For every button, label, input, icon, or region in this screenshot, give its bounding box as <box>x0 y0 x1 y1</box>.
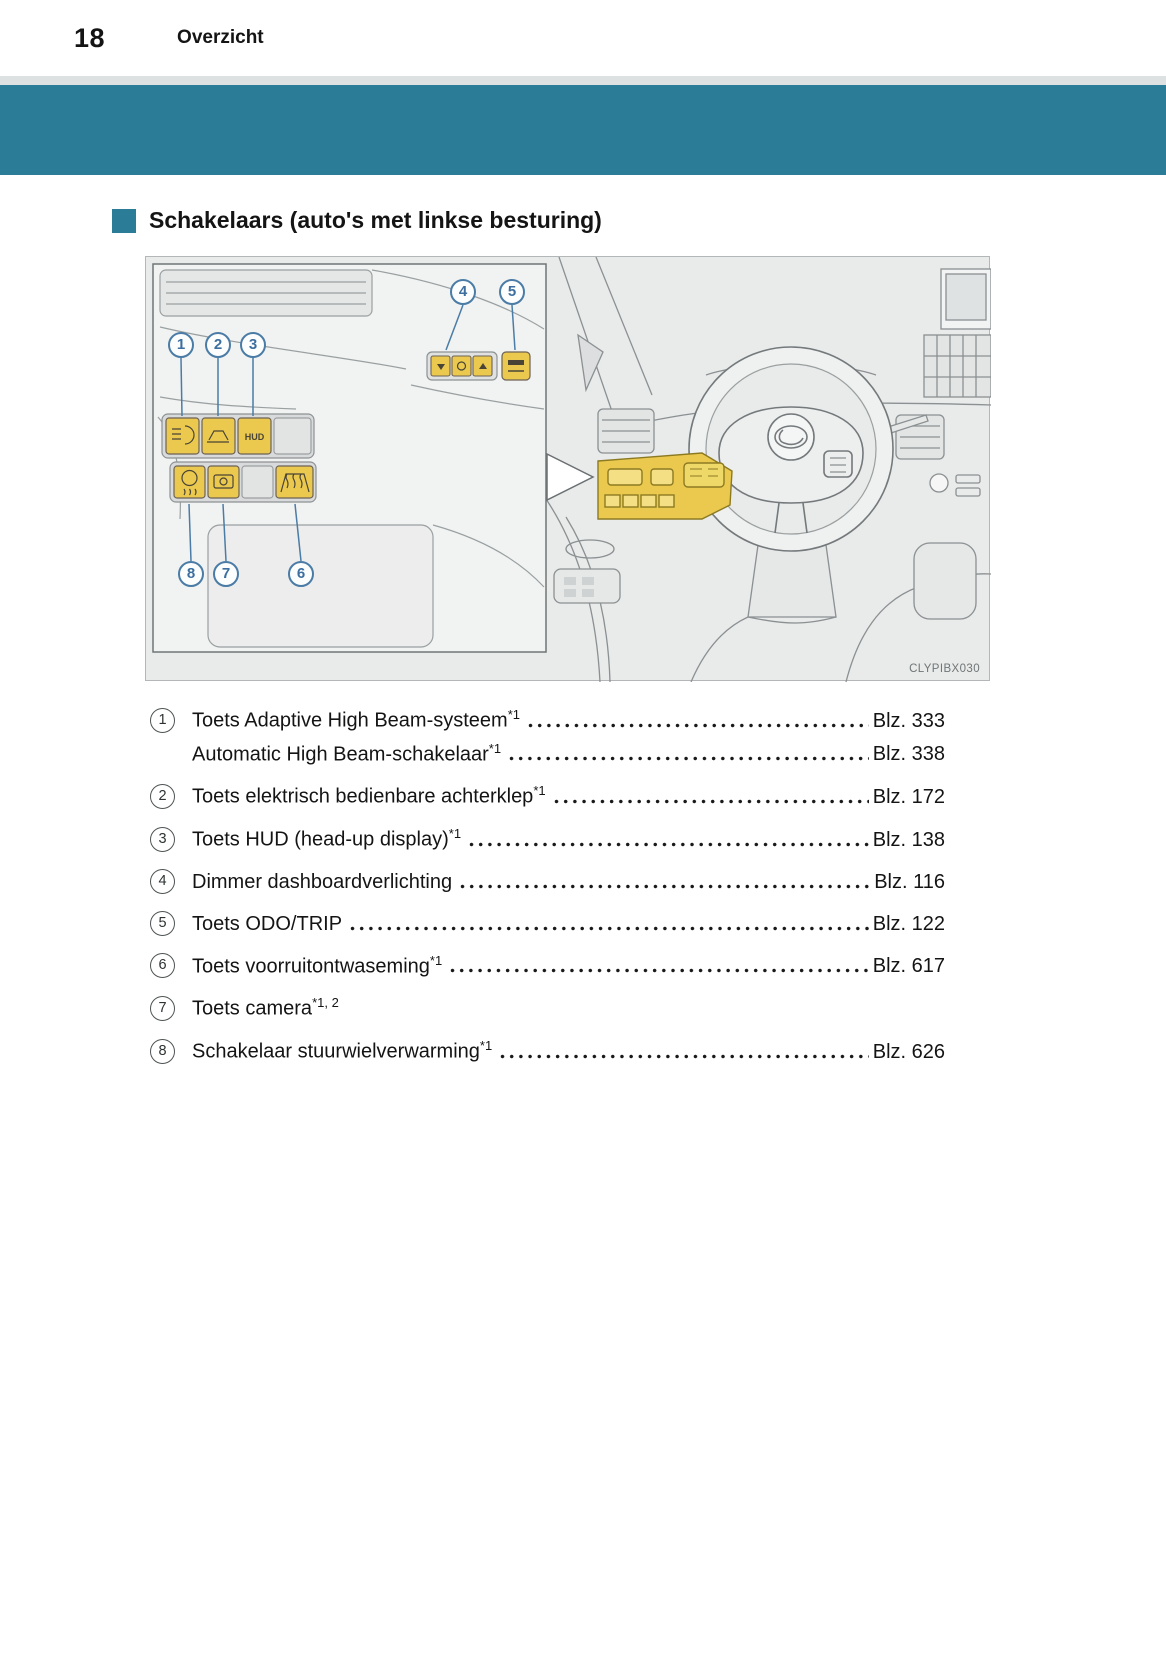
figure-callout-5: 5 <box>499 279 525 305</box>
dot-leader <box>458 883 871 889</box>
item-number: 8 <box>150 1038 175 1064</box>
chapter-title: Overzicht <box>177 27 264 48</box>
item-number: 3 <box>150 826 175 852</box>
page-reference: Blz. 338 <box>872 743 945 766</box>
item-number: 2 <box>150 783 175 809</box>
item-number: 7 <box>150 995 175 1021</box>
switch-windshield-defogger <box>275 465 314 499</box>
figure-callout-8: 8 <box>178 561 204 587</box>
section-heading-text: Schakelaars (auto's met linkse besturing… <box>149 207 602 233</box>
item-label: Automatic High Beam-schakelaar*1 <box>192 740 502 766</box>
switch-inset-panel: HUD <box>152 263 547 653</box>
figure-callout-1: 1 <box>168 332 194 358</box>
switch-blank-lower <box>241 465 274 499</box>
switch-camera <box>207 465 240 499</box>
item-footnote: *1 <box>533 783 546 799</box>
item-footnote: *1 <box>488 740 502 756</box>
list-item-1: 1 Toets Adaptive High Beam-systeem*1 Blz… <box>150 707 945 733</box>
figure-watermark: CLYPIBX030 <box>909 663 980 675</box>
page-number: 18 <box>74 22 106 53</box>
center-air-vents <box>923 334 991 398</box>
item-footnote: *1, 2 <box>312 995 339 1011</box>
page-reference: Blz. 626 <box>872 1040 945 1063</box>
highlighted-switch-panel <box>597 452 733 520</box>
figure-callout-6: 6 <box>288 561 314 587</box>
dot-leader <box>551 798 869 804</box>
right-spoke-buttons <box>823 450 853 478</box>
item-number-spacer <box>150 741 175 766</box>
teal-band <box>0 85 1166 175</box>
page-header: 18 Overzicht <box>0 0 1166 76</box>
item-footnote: *1 <box>429 952 443 968</box>
item-label: Toets voorruitontwaseming*1 <box>192 952 443 978</box>
lexus-emblem <box>767 413 815 461</box>
hud-switch-label: HUD <box>245 432 265 442</box>
list-item-3: 3 Toets HUD (head-up display)*1 Blz. 138 <box>150 826 945 852</box>
switch-list: 1 Toets Adaptive High Beam-systeem*1 Blz… <box>150 707 945 1064</box>
page-reference: Blz. 617 <box>872 955 945 978</box>
inset-arrow <box>546 452 595 502</box>
steering-wheel <box>688 346 894 552</box>
switch-row-upper: HUD <box>161 413 315 459</box>
page-reference: Blz. 116 <box>874 870 945 893</box>
switch-row-lower <box>169 461 317 503</box>
item-label: Toets HUD (head-up display)*1 <box>192 825 462 851</box>
item-number: 1 <box>150 707 175 733</box>
item-footnote: *1 <box>448 825 462 841</box>
item-number: 6 <box>150 953 175 979</box>
dimmer-cluster <box>426 351 498 381</box>
item-number: 4 <box>150 868 175 894</box>
section-bullet <box>112 208 136 233</box>
item-label: Schakelaar stuurwielverwarming*1 <box>192 1037 493 1063</box>
item-label: Toets ODO/TRIP <box>192 912 343 935</box>
multimedia-display <box>940 268 991 330</box>
center-armrest <box>913 542 977 620</box>
callout-lines <box>180 304 516 562</box>
section-heading: Schakelaars (auto's met linkse besturing… <box>112 207 990 234</box>
figure-callout-4: 4 <box>450 279 476 305</box>
item-footnote: *1 <box>479 1037 493 1053</box>
steering-column <box>747 544 837 618</box>
list-item-6: 6 Toets voorruitontwaseming*1 Blz. 617 <box>150 953 945 979</box>
page-reference: Blz. 138 <box>872 828 945 851</box>
list-item-2: 2 Toets elektrisch bedienbare achterklep… <box>150 783 945 809</box>
item-number: 5 <box>150 910 175 936</box>
cabin-drawing <box>545 257 991 682</box>
item-label: Toets elektrisch bedienbare achterklep*1 <box>192 783 546 808</box>
item-label: Toets camera*1, 2 <box>192 995 339 1020</box>
list-item-7: 7 Toets camera*1, 2 <box>150 995 945 1021</box>
figure-callout-2: 2 <box>205 332 231 358</box>
list-item-1-line-2: Automatic High Beam-schakelaar*1 Blz. 33… <box>150 741 945 767</box>
page-reference: Blz. 122 <box>872 912 945 935</box>
switch-steering-wheel-heater <box>173 465 206 499</box>
dot-leader <box>467 841 869 847</box>
item-label: Dimmer dashboardverlichting <box>192 870 453 893</box>
page-content: Schakelaars (auto's met linkse besturing… <box>112 207 991 1064</box>
list-item-5: 5 Toets ODO/TRIP Blz. 122 <box>150 910 945 936</box>
switch-blank-upper <box>273 417 312 455</box>
dot-leader <box>448 968 869 974</box>
switch-adaptive-high-beam <box>165 417 200 455</box>
switch-power-tailgate <box>201 417 236 455</box>
dashboard-illustration: HUD <box>152 257 991 682</box>
dot-leader <box>348 925 869 931</box>
item-label: Toets Adaptive High Beam-systeem*1 <box>192 707 520 732</box>
page-reference: Blz. 172 <box>872 785 945 808</box>
left-air-vent <box>597 408 655 454</box>
page-reference: Blz. 333 <box>872 709 945 732</box>
list-item-4: 4 Dimmer dashboardverlichting Blz. 116 <box>150 868 945 894</box>
dashboard-figure: HUD <box>145 256 991 682</box>
dot-leader <box>498 1053 869 1059</box>
list-item-8: 8 Schakelaar stuurwielverwarming*1 Blz. … <box>150 1038 945 1064</box>
figure-callout-3: 3 <box>240 332 266 358</box>
start-button <box>929 473 949 493</box>
figure-callout-7: 7 <box>213 561 239 587</box>
dot-leader <box>507 756 869 762</box>
switch-hud: HUD <box>237 417 272 455</box>
dot-leader <box>526 722 869 728</box>
glovebox <box>207 524 434 648</box>
item-footnote: *1 <box>507 707 520 722</box>
header-divider <box>0 76 1166 85</box>
odo-trip-switch <box>501 351 531 381</box>
